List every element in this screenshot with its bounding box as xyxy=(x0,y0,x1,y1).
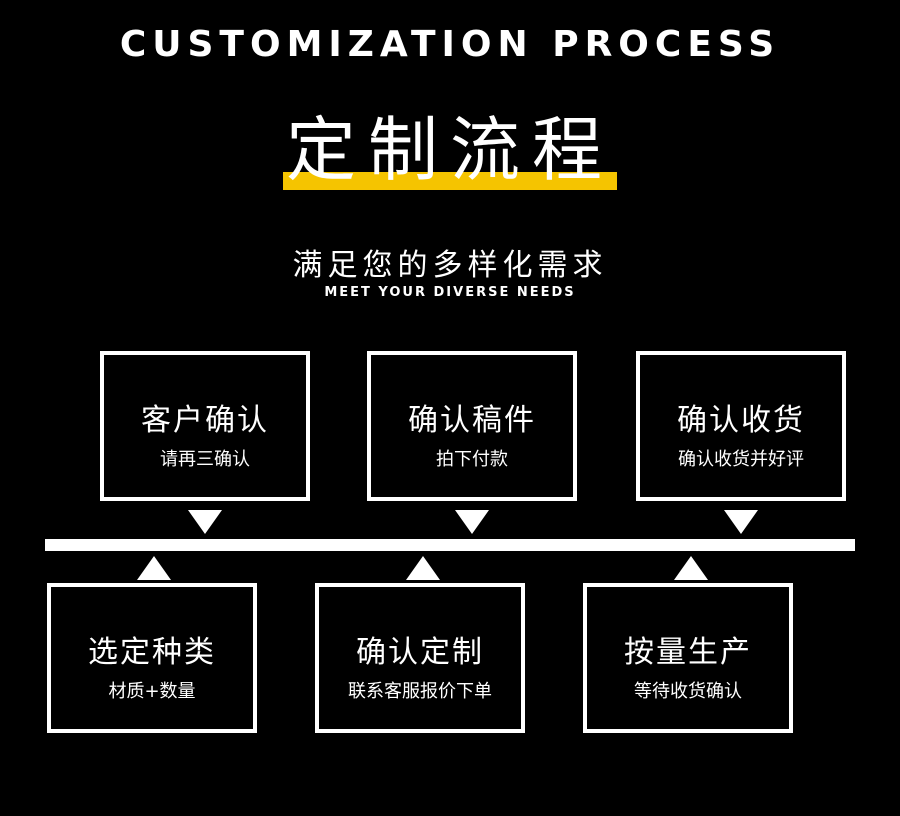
step-title: 确认定制 xyxy=(356,635,484,670)
step-title: 客户确认 xyxy=(141,403,269,438)
step-box-select-type: 选定种类 材质+数量 xyxy=(47,583,257,733)
arrow-down-icon xyxy=(188,510,222,534)
page-title-cn: 定制流程 xyxy=(286,109,614,191)
timeline-bar xyxy=(45,539,855,551)
step-box-confirm-draft: 确认稿件 拍下付款 xyxy=(367,351,577,501)
subtitle-en: MEET YOUR DIVERSE NEEDS xyxy=(324,285,576,300)
step-subtitle: 材质+数量 xyxy=(108,681,196,702)
step-subtitle: 联系客服报价下单 xyxy=(348,681,492,702)
subtitle-cn: 满足您的多样化需求 xyxy=(292,248,608,283)
step-subtitle: 拍下付款 xyxy=(436,449,508,470)
step-subtitle: 等待收货确认 xyxy=(634,681,742,702)
step-title: 确认收货 xyxy=(677,403,805,438)
arrow-down-icon xyxy=(724,510,758,534)
step-subtitle: 请再三确认 xyxy=(160,449,250,470)
arrow-up-icon xyxy=(406,556,440,580)
step-subtitle: 确认收货并好评 xyxy=(678,449,804,470)
step-box-confirm-custom: 确认定制 联系客服报价下单 xyxy=(315,583,525,733)
step-title: 确认稿件 xyxy=(408,403,536,438)
page-title-en: CUSTOMIZATION PROCESS xyxy=(119,24,781,65)
step-box-confirm-receipt: 确认收货 确认收货并好评 xyxy=(636,351,846,501)
arrow-up-icon xyxy=(137,556,171,580)
step-box-customer-confirm: 客户确认 请再三确认 xyxy=(100,351,310,501)
title-underline-bar xyxy=(283,172,617,190)
step-title: 按量生产 xyxy=(624,635,752,670)
page-title-cn-block: 定制流程 xyxy=(0,110,900,200)
arrow-up-icon xyxy=(674,556,708,580)
arrow-down-icon xyxy=(455,510,489,534)
step-title: 选定种类 xyxy=(88,635,216,670)
step-box-produce: 按量生产 等待收货确认 xyxy=(583,583,793,733)
